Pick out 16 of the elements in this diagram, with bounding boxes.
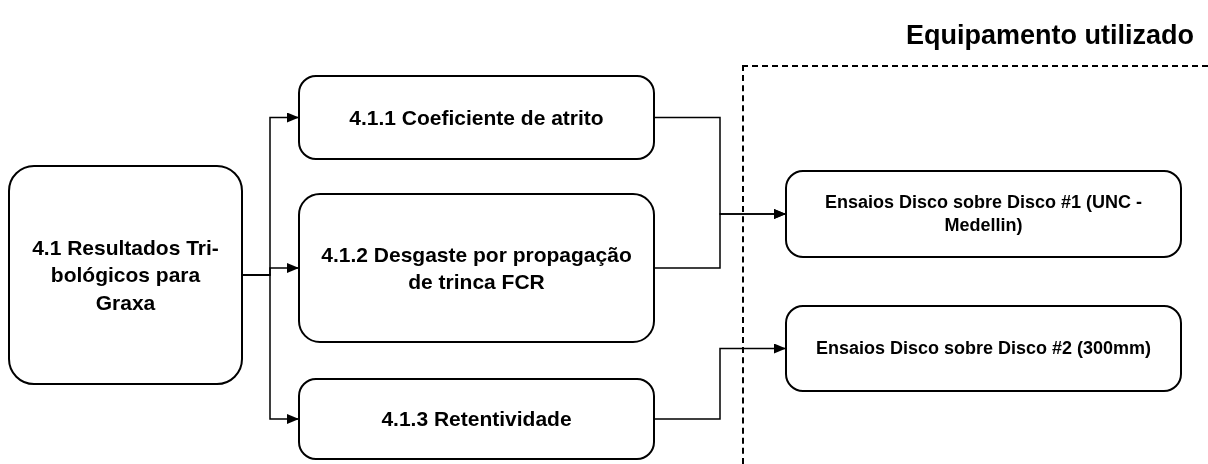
box-label: 4.1 Resultados Tri-bológicos para Graxa bbox=[31, 235, 220, 316]
region-title: Equipamento utilizado bbox=[906, 20, 1194, 51]
box-label: 4.1.3 Retentividade bbox=[381, 406, 572, 433]
process-box bbox=[785, 305, 1182, 392]
box-label: 4.1.2 Desgaste por propagação de trinca FCR bbox=[320, 241, 633, 295]
arrow bbox=[654, 343, 786, 420]
box-label: Ensaios Disco sobre Disco #2 (300mm) bbox=[815, 336, 1152, 360]
box-label: 4.1.1 Coeficiente de atrito bbox=[349, 104, 604, 131]
process-box bbox=[298, 75, 655, 160]
process-box bbox=[785, 170, 1182, 258]
process-box bbox=[298, 378, 655, 460]
arrow bbox=[654, 209, 786, 269]
box-label: Ensaios Disco sobre Disco #1 (UNC - Medellin) bbox=[823, 190, 1144, 237]
process-box bbox=[298, 193, 655, 343]
process-box bbox=[8, 165, 243, 385]
arrow bbox=[242, 274, 299, 424]
